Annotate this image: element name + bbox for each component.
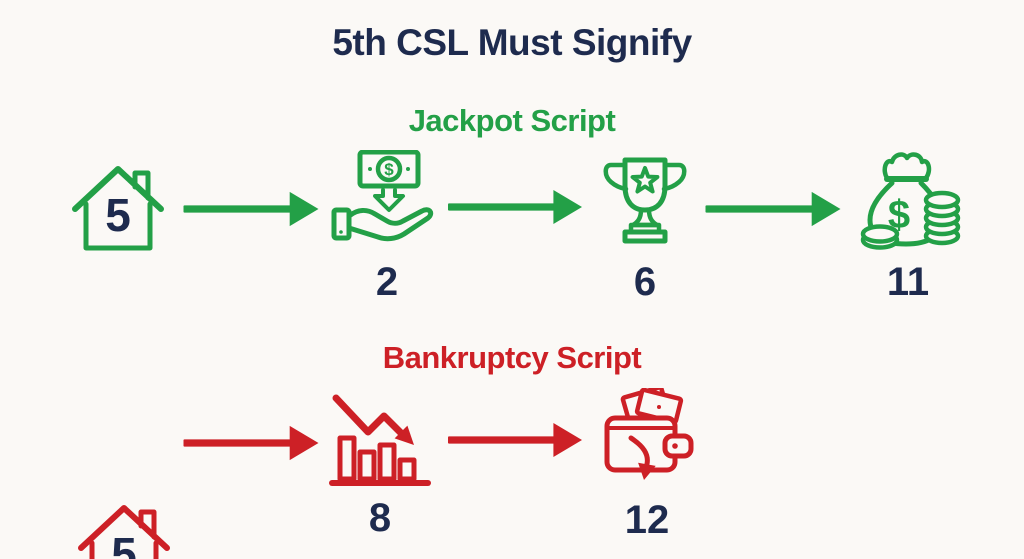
bankruptcy-step-chart: 8 [328,390,432,540]
jackpot-step-house: 5 [68,156,168,260]
house-icon [72,166,164,251]
step-value: 6 [633,260,657,304]
declining-chart-icon [329,394,431,486]
bankruptcy-heading: Bankruptcy Script [382,340,642,375]
jackpot-step-cash: $ 2 [330,150,444,304]
arrow-right-icon [700,191,846,227]
arrow-right-icon [180,425,322,461]
dollar-sign: $ [888,193,910,237]
jackpot-step-trophy: 6 [598,152,692,304]
step-value: 12 [624,498,670,542]
step-value: 8 [368,496,392,540]
bankruptcy-step-wallet: 12 [597,388,697,542]
money-bag-coins-icon: $ [860,152,961,250]
house-icon [78,505,170,559]
step-value: 5 [111,528,137,559]
dollar-sign: $ [384,160,394,179]
cash-in-hand-icon: $ [331,150,434,242]
arrow-right-icon [448,189,582,225]
step-value: 5 [105,189,131,241]
bankruptcy-step-house: 5 [74,495,174,559]
page-title: 5th CSL Must Signify [332,22,692,63]
trophy-icon [603,157,687,244]
step-value: 2 [375,260,399,304]
arrow-right-icon [180,191,322,227]
wallet-outflow-icon [604,388,694,480]
step-value: 11 [886,260,930,304]
jackpot-heading: Jackpot Script [408,103,616,138]
jackpot-step-moneybag: $ 11 [853,152,963,304]
arrow-right-icon [448,422,582,458]
